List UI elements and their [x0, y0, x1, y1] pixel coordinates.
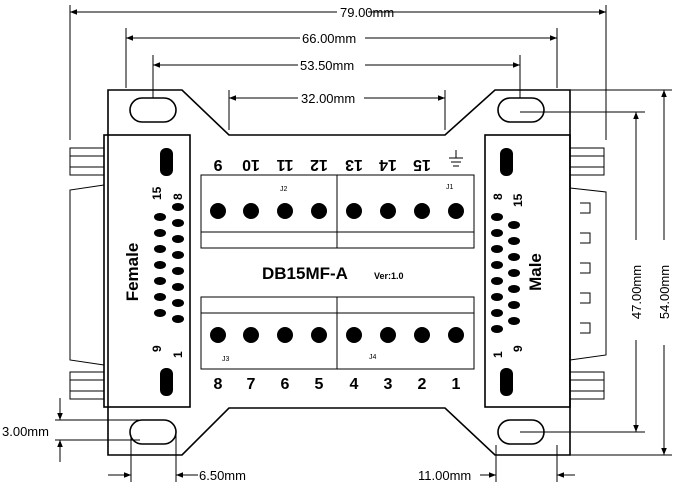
- dim-54: 54.00mm: [657, 265, 672, 319]
- extension-lines: [55, 5, 672, 482]
- dim-3: 3.00mm: [2, 424, 49, 439]
- bottom-terminal-labels: 8 7 6 5 4 3 2 1: [214, 376, 461, 393]
- female-pin-8-label: 8: [171, 193, 185, 200]
- term-14: 14: [379, 156, 397, 173]
- female-pins: [154, 203, 184, 323]
- female-pin-15-label: 15: [150, 186, 164, 200]
- female-connector: [69, 134, 191, 408]
- dim-53-5: 53.50mm: [300, 58, 354, 73]
- male-label: Male: [526, 253, 545, 291]
- term-6: 6: [281, 376, 290, 393]
- term-8: 8: [214, 376, 223, 393]
- dim-11: 11.00mm: [418, 468, 471, 483]
- j2-label: J2: [280, 186, 288, 193]
- mounting-holes: [129, 97, 545, 445]
- male-pins: [491, 213, 520, 333]
- term-13: 13: [345, 156, 363, 173]
- term-2: 2: [418, 376, 427, 393]
- pcb-outline: [107, 89, 571, 456]
- term-1: 1: [452, 376, 461, 393]
- dimension-arrows: [57, 9, 667, 478]
- dim-79: 79.00mm: [340, 5, 394, 20]
- term-10: 10: [242, 156, 260, 173]
- ground-icon: [449, 150, 463, 167]
- term-9: 9: [213, 156, 222, 173]
- term-4: 4: [350, 376, 359, 393]
- board-title: DB15MF-A: [262, 264, 348, 283]
- male-pin-1-label: 1: [491, 351, 505, 358]
- dim-47: 47.00mm: [629, 265, 644, 319]
- term-15: 15: [413, 156, 431, 173]
- terminal-block-top: [200, 174, 475, 249]
- dim-66: 66.00mm: [302, 31, 356, 46]
- male-pin-9-label: 9: [511, 345, 525, 352]
- dim-6-5: 6.50mm: [199, 468, 246, 483]
- j1-label: J1: [446, 184, 454, 191]
- term-12: 12: [310, 156, 328, 173]
- male-pin-15-label: 15: [511, 193, 525, 207]
- dim-32: 32.00mm: [301, 91, 355, 106]
- term-7: 7: [247, 376, 256, 393]
- terminal-block-bottom: [200, 296, 475, 370]
- top-terminal-labels: 9 10 11 12 13 14 15: [213, 150, 463, 173]
- term-3: 3: [384, 376, 393, 393]
- j3-label: J3: [222, 356, 230, 363]
- board-version: Ver:1.0: [374, 271, 404, 281]
- male-connector: [484, 134, 607, 408]
- male-pin-8-label: 8: [491, 193, 505, 200]
- female-pin-9-label: 9: [150, 345, 164, 352]
- female-label: Female: [123, 243, 142, 302]
- j4-label: J4: [369, 354, 377, 361]
- term-5: 5: [315, 376, 324, 393]
- term-11: 11: [276, 156, 293, 173]
- female-pin-1-label: 1: [171, 351, 185, 358]
